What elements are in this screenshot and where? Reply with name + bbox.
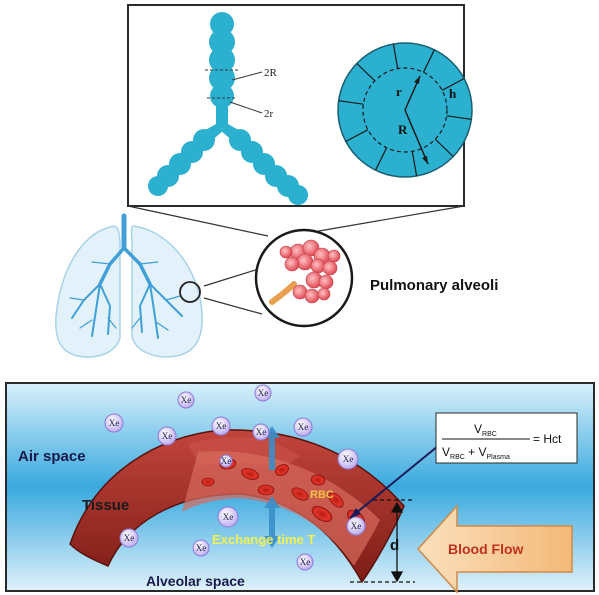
xe-atom: Xe: [252, 423, 270, 441]
blood-flow-arrow: Blood Flow: [416, 504, 573, 594]
svg-text:Xe: Xe: [124, 533, 135, 543]
sector-divider: [441, 77, 465, 91]
thickness-indicator: [350, 499, 415, 583]
xe-atom: Xe: [104, 413, 124, 433]
svg-text:Xe: Xe: [300, 557, 311, 567]
sector-divider: [411, 151, 418, 177]
xe-atom: Xe: [119, 528, 139, 548]
xe-atom: Xe: [177, 391, 195, 409]
svg-text:= Hct: = Hct: [533, 432, 562, 446]
svg-text:Xe: Xe: [181, 395, 192, 405]
svg-text:Xe: Xe: [256, 427, 267, 437]
exchange-time-label: Exchange time T: [212, 532, 315, 547]
alveoli-magnifier: [254, 228, 354, 328]
xe-atom: Xe: [211, 416, 231, 436]
svg-text:Xe: Xe: [223, 512, 234, 522]
svg-text:Xe: Xe: [221, 456, 232, 466]
svg-text:Xe: Xe: [162, 431, 173, 441]
blood-flow-label: Blood Flow: [448, 541, 524, 557]
svg-text:VRBC + VPlasma: VRBC + VPlasma: [442, 445, 510, 461]
geometry-panel: 2R 2r r R h: [127, 4, 473, 207]
xenon-atoms: Xe Xe Xe Xe Xe Xe Xe Xe Xe Xe Xe Xe Xe X…: [104, 384, 366, 571]
sector-divider: [345, 129, 369, 143]
sector-divider: [338, 100, 364, 105]
svg-text:Xe: Xe: [196, 543, 207, 553]
xe-atom: Xe: [346, 516, 366, 536]
xe-atom: Xe: [217, 506, 239, 528]
zoom-lines: [127, 205, 465, 315]
xe-atom: Xe: [157, 426, 177, 446]
blood-panel: Xe Xe Xe Xe Xe Xe Xe Xe Xe Xe Xe Xe Xe X…: [5, 382, 595, 594]
xe-atom: Xe: [192, 539, 210, 557]
hematocrit-formula: VRBC VRBC + VPlasma = Hct: [349, 412, 578, 519]
label-R: R: [398, 122, 408, 137]
thickness-label: d: [390, 537, 399, 554]
label-2R: 2R: [264, 67, 278, 79]
tissue-label: Tissue: [82, 497, 129, 514]
svg-text:Xe: Xe: [351, 521, 362, 531]
sector-divider: [392, 43, 399, 69]
sector-divider: [434, 138, 454, 157]
svg-text:Xe: Xe: [298, 422, 309, 432]
airway-tree: [148, 12, 308, 205]
sector-divider: [375, 147, 388, 171]
svg-text:Xe: Xe: [343, 454, 354, 464]
xe-atom: Xe: [293, 417, 313, 437]
sector-divider: [446, 115, 472, 120]
xe-atom: Xe: [254, 384, 272, 402]
alveolar-cross-section: r R h: [337, 42, 473, 178]
xe-atom: Xe: [296, 553, 314, 571]
sector-divider: [356, 63, 376, 82]
rbc-label: RBC: [310, 489, 334, 501]
label-2r: 2r: [264, 108, 274, 120]
svg-text:Xe: Xe: [109, 418, 120, 428]
pulmonary-alveoli-caption: Pulmonary alveoli: [370, 277, 498, 294]
diameter-guides: [205, 69, 263, 114]
svg-text:Xe: Xe: [216, 421, 227, 431]
svg-text:VRBC: VRBC: [474, 422, 497, 438]
sector-divider: [422, 49, 435, 73]
svg-text:Xe: Xe: [258, 388, 269, 398]
alveolar-space-label: Alveolar space: [146, 573, 245, 589]
air-space-label: Air space: [18, 448, 86, 465]
label-r: r: [396, 84, 402, 99]
lung-illustration: [55, 213, 203, 358]
label-h: h: [449, 86, 457, 101]
xe-atom: Xe: [219, 454, 233, 468]
xe-atom: Xe: [337, 448, 359, 470]
